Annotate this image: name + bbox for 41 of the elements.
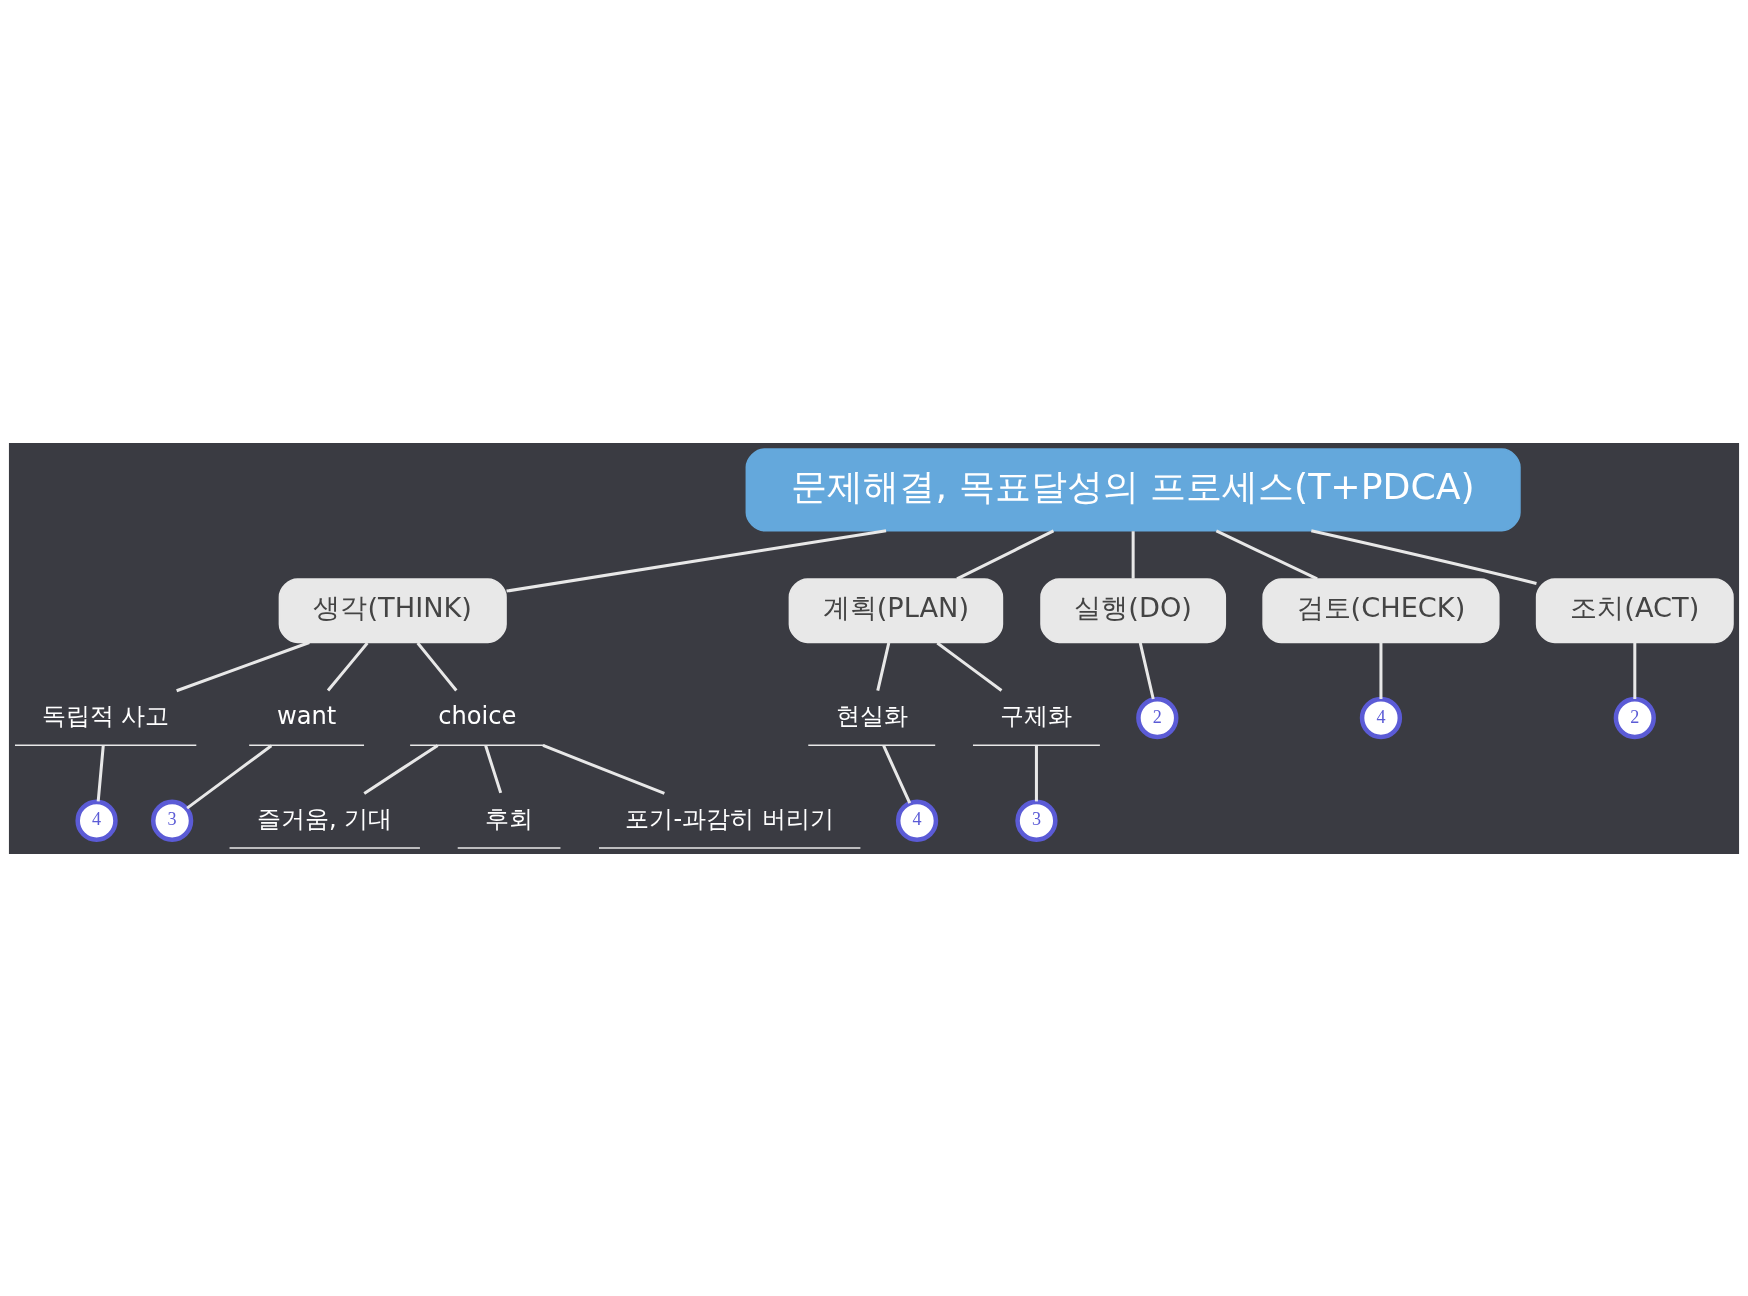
connector bbox=[1215, 529, 1318, 580]
connector bbox=[876, 642, 891, 691]
node-circle: 3 bbox=[150, 799, 194, 842]
node-circle: 3 bbox=[1015, 799, 1058, 842]
connector bbox=[882, 744, 912, 804]
node-circle: 4 bbox=[1359, 696, 1403, 739]
node-circle: 4 bbox=[895, 799, 939, 842]
connector bbox=[176, 640, 310, 692]
connector bbox=[1131, 530, 1135, 579]
connector bbox=[363, 743, 439, 795]
node-box: 실행(DO) bbox=[1040, 577, 1227, 643]
node-box: 검토(CHECK) bbox=[1262, 577, 1500, 643]
node-text: 현실화 bbox=[835, 701, 908, 730]
connector bbox=[542, 743, 665, 795]
connector bbox=[186, 744, 273, 809]
node-box: 조치(ACT) bbox=[1535, 577, 1734, 643]
connector bbox=[1034, 745, 1038, 801]
connector bbox=[1633, 642, 1637, 699]
connector bbox=[956, 529, 1055, 580]
node-text: 포기-과감히 버리기 bbox=[625, 804, 834, 832]
connector bbox=[326, 641, 369, 692]
node-text: 독립적 사고 bbox=[41, 701, 170, 730]
connector bbox=[416, 641, 458, 692]
connector bbox=[1311, 528, 1537, 585]
node-text: choice bbox=[438, 701, 517, 730]
node-circle: 2 bbox=[1613, 696, 1656, 739]
node-text: 후회 bbox=[485, 804, 534, 832]
connector bbox=[506, 528, 887, 593]
node-box: 생각(THINK) bbox=[278, 577, 507, 643]
node-text: 구체화 bbox=[1000, 701, 1073, 730]
node-text: want bbox=[276, 701, 337, 730]
connector bbox=[1138, 642, 1155, 699]
node-box: 계획(PLAN) bbox=[788, 577, 1004, 643]
connector bbox=[96, 745, 105, 802]
node-circle: 4 bbox=[75, 799, 118, 842]
node-text: 즐거움, 기대 bbox=[257, 804, 393, 832]
node-circle: 2 bbox=[1136, 696, 1179, 739]
connector bbox=[484, 744, 503, 793]
connector bbox=[1379, 642, 1383, 699]
connector bbox=[936, 641, 1003, 692]
node-box: 문제해결, 목표달성의 프로세스(T+PDCA) bbox=[745, 447, 1521, 531]
